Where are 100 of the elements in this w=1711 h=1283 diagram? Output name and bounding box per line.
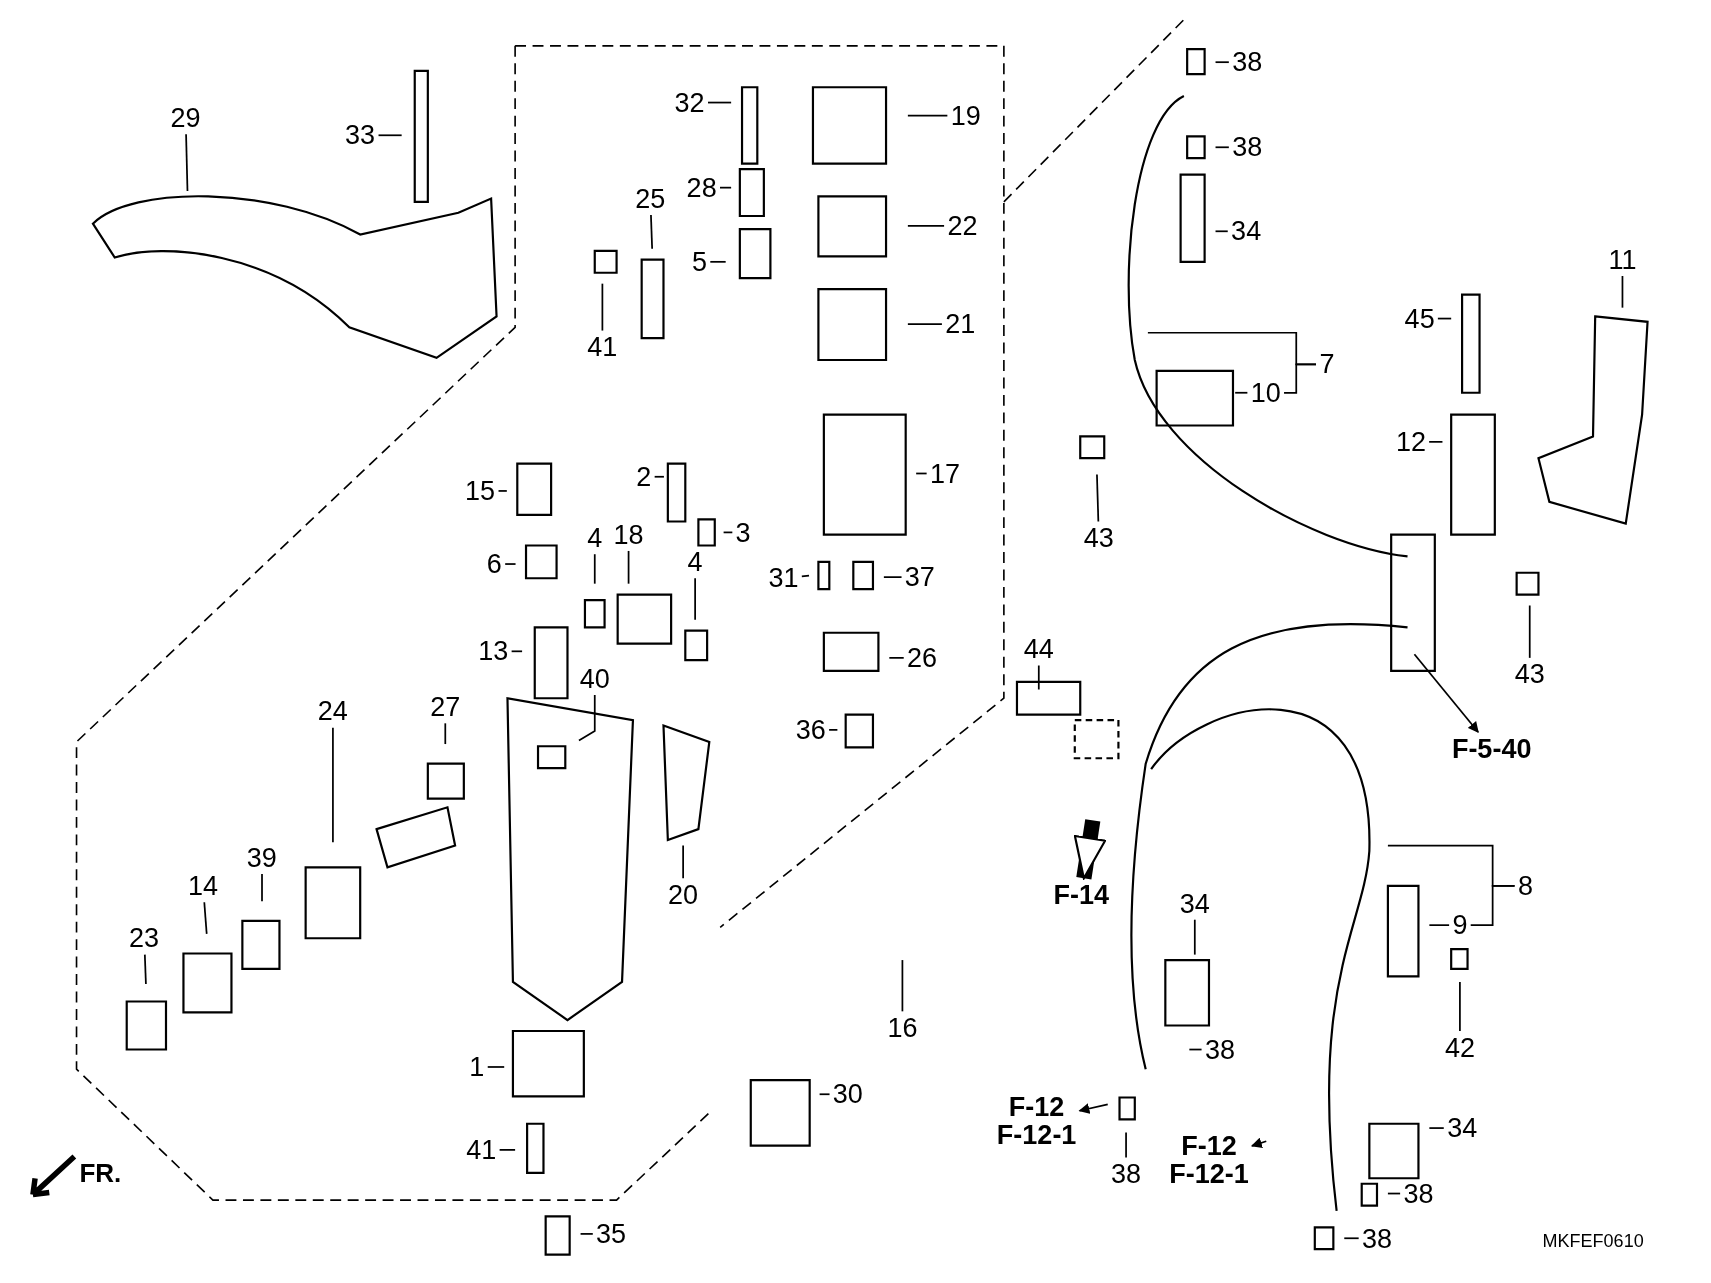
callout-number: 34 [1231,217,1262,246]
callout-number: 38 [1403,1179,1434,1208]
leader-line [818,1093,831,1096]
leader-line [1343,1237,1360,1240]
leader-line [627,550,630,585]
leader-line [1214,146,1230,149]
callout-number: 31 [768,564,799,593]
leader-line [650,214,653,250]
leader-line [828,729,839,731]
callout-number: 4 [687,547,703,577]
callout-number: 1 [469,1053,485,1082]
leader-line [907,114,949,117]
diagram-code: MKFEF0610 [1542,1230,1644,1252]
callout-number: 6 [486,549,502,579]
leader-line [1437,317,1453,320]
callout-number: 40 [579,664,610,693]
leader-line [1037,664,1040,691]
leader-line [261,873,263,903]
leader-line [377,134,403,137]
callout-number: 24 [317,697,348,726]
leader-line [185,133,189,192]
callout-number: 43 [1083,523,1114,553]
callout-number: 26 [907,643,938,673]
callout-number: 38 [1204,1035,1235,1064]
callout-number: 7 [1319,350,1335,379]
callout-number: 25 [635,184,666,213]
page-reference: F-14 [1053,880,1110,909]
leader-line [504,563,517,565]
leader-line [888,657,905,659]
leader-line [486,1066,506,1068]
reference-arrow [1078,1103,1109,1114]
callout-number: 18 [613,520,644,549]
leader-line [143,953,147,985]
callout-number: 33 [345,121,376,150]
callout-number: 38 [1111,1159,1142,1189]
callout-number: 15 [465,476,496,506]
callout-number: 22 [947,211,978,241]
callout-number: 39 [246,843,277,872]
leader-line [719,186,732,189]
leader-line [444,722,447,745]
callout-number: 8 [1517,871,1533,901]
callout-number: 38 [1232,48,1263,77]
callout-number: 28 [686,173,717,202]
leader-line [1459,981,1461,1032]
callout-number: 29 [170,103,201,132]
callout-number: 36 [795,715,826,745]
callout-number: 38 [1232,133,1263,162]
leader-line [1428,1127,1445,1129]
leader-line [1214,230,1229,233]
callout-number: 34 [1179,889,1210,918]
leader-line [332,726,334,844]
callout-number: 5 [691,247,707,277]
callout-number: 41 [587,332,618,362]
page-reference: F-5-40 [1451,734,1532,763]
callout-number: 14 [187,871,218,901]
leader-line [907,224,945,227]
reference-arrow [1073,819,1107,880]
leader-line [694,577,696,621]
leader-line [1283,363,1317,394]
leader-line [1428,924,1450,927]
callout-number: 12 [1395,427,1426,457]
leader-line [682,844,684,880]
callout-number: 34 [1447,1114,1478,1143]
leader-line [709,260,727,263]
leader-line [601,282,604,332]
leader-line [800,574,810,578]
direction-label: FR. [79,1157,122,1189]
leader-line [1234,391,1249,394]
callout-number: 16 [887,1013,918,1043]
leader-line [1193,918,1196,956]
callout-number: 11 [1608,245,1637,274]
callout-number: 4 [587,523,603,553]
callout-number: 45 [1404,304,1435,333]
page-reference: F-12 F-12-1 [1169,1131,1249,1189]
callout-number: 23 [129,924,160,953]
leader-line [653,475,665,478]
page-reference: F-12 F-12-1 [996,1092,1077,1149]
callout-number: 27 [430,692,461,722]
callout-number: 43 [1514,660,1545,689]
leader-line [578,694,596,742]
leader-line [1125,1131,1127,1159]
reference-arrow [1250,1137,1268,1149]
leader-line [883,576,903,578]
leader-line [1188,1048,1203,1051]
reference-arrow [1413,653,1479,733]
leader-line [497,490,508,492]
leader-line [498,1149,516,1151]
leader-line [579,1233,594,1235]
leader-line [1469,885,1516,927]
leader-line [1428,440,1444,443]
callout-number: 20 [668,880,699,909]
leader-line [915,472,928,475]
leader-line [707,101,732,104]
callout-number: 38 [1362,1224,1393,1253]
callout-number: 35 [596,1219,627,1249]
leader-line [1214,61,1230,64]
leader-line [1096,473,1100,523]
callout-number: 21 [945,309,976,339]
leader-line [722,531,734,534]
leader-line [203,901,208,935]
